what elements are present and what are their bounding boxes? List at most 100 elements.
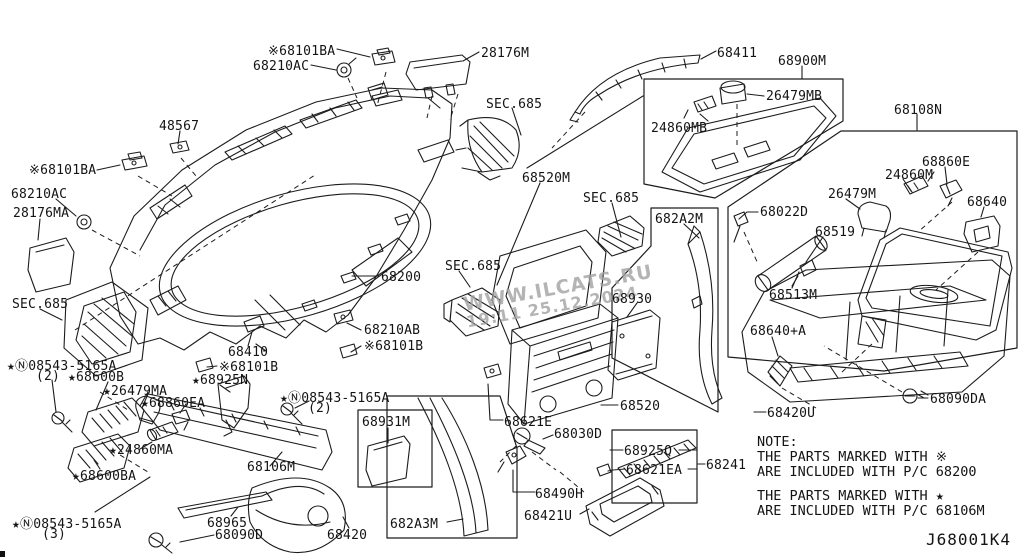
- part-label-48567: 48567: [159, 119, 200, 134]
- part-label-sec685: SEC.685: [583, 191, 640, 206]
- part-label-68106m: 68106M: [247, 460, 296, 475]
- audio-unit-68520: [507, 303, 619, 425]
- note-line-2: ARE INCLUDED WITH P/C 68200: [757, 464, 977, 480]
- part-label-28176ma: 28176MA: [13, 206, 70, 221]
- top-clip-68101ba: [371, 47, 396, 66]
- rod-68513m: [754, 235, 828, 292]
- box-68931m: [357, 409, 433, 488]
- part-label-68421u: 68421U: [524, 509, 573, 524]
- part-label-085435165a: ★Ⓝ08543-5165A: [12, 517, 122, 532]
- panel-28176ma: [27, 237, 75, 293]
- part-label-28176m: 28176M: [481, 46, 530, 61]
- screw-08543-right: [280, 402, 303, 425]
- screw-68030d: [513, 427, 546, 455]
- note-line-3: THE PARTS MARKED WITH ★: [757, 488, 944, 504]
- pillar-trim-682a2m: [687, 225, 723, 405]
- screw-68090da: [902, 388, 929, 404]
- part-label-68640: 68640: [967, 195, 1008, 210]
- part-label-68101ba: ※68101BA: [268, 44, 336, 59]
- part-label-68490h: 68490H: [535, 487, 584, 502]
- part-label-68210ab: 68210AB: [364, 323, 421, 338]
- part-label-68411: 68411: [717, 46, 758, 61]
- box-68900m: [643, 78, 844, 199]
- part-label-68860ea: ★68860EA: [141, 396, 206, 411]
- clip-68210ab: [333, 309, 354, 325]
- switch-68600ba: [67, 433, 131, 483]
- part-label-68621ea: 68621EA: [626, 463, 683, 478]
- part-label-68931m: 68931M: [362, 415, 411, 430]
- part-label-68519: 68519: [815, 225, 856, 240]
- part-label-68022d: 68022D: [760, 205, 809, 220]
- part-label-2: (2): [36, 369, 61, 384]
- top-bracket: [367, 82, 389, 101]
- part-label-68600ba: ★68600BA: [72, 469, 137, 484]
- part-label-68925n: ★68925N: [192, 373, 249, 388]
- sensor-68490h: [497, 445, 527, 473]
- part-label-68965: 68965: [207, 516, 248, 531]
- part-label-68108n: 68108N: [894, 103, 943, 118]
- part-label-68101b: ※68101B: [219, 360, 279, 375]
- glove-housing-68420u: [741, 259, 1011, 403]
- part-label-68210ac: 68210AC: [11, 187, 68, 202]
- clip-68621ea: [596, 463, 612, 477]
- part-label-sec685: SEC.685: [12, 297, 69, 312]
- glovebox-frame-68900m: [661, 80, 837, 193]
- stray-mark: [0, 551, 5, 557]
- part-label-24860ma: ★24860MA: [109, 443, 174, 458]
- part-label-68420: 68420: [327, 528, 368, 543]
- part-label-68090da: 68090DA: [930, 392, 987, 407]
- part-label-68090d: 68090D: [215, 528, 264, 543]
- clip-68101b-left: [195, 357, 214, 373]
- part-label-68520: 68520: [620, 399, 661, 414]
- part-label-68600b: ★68600B: [68, 370, 125, 385]
- part-label-682a3m: 682A3M: [390, 517, 439, 532]
- part-label-68101ba: ※68101BA: [29, 163, 97, 178]
- leader-lines: [37, 48, 985, 543]
- part-label-68420u: 68420U: [767, 406, 816, 421]
- side-vent-left: [63, 281, 149, 377]
- instrument-panel-assembly: [109, 87, 455, 351]
- top-grommet-68210ac: [336, 57, 357, 78]
- part-label-2: (2): [308, 401, 333, 416]
- part-label-085435165a: ★Ⓝ08543-5165A: [7, 359, 117, 374]
- center-vent-left: [443, 287, 501, 337]
- clip-48567: [169, 140, 190, 154]
- pin-68022d: [733, 211, 749, 243]
- bracket-68925n: [217, 375, 251, 437]
- switch-68600b: [81, 397, 145, 447]
- lamp-26479ma: [135, 395, 161, 425]
- striker-68640a: [767, 355, 793, 387]
- finisher-68421u: [585, 477, 665, 537]
- part-label-24860m: 24860M: [885, 168, 934, 183]
- screw-68090d: [148, 532, 173, 554]
- part-label-sec685: SEC.685: [445, 259, 502, 274]
- part-label-sec685: SEC.685: [486, 97, 543, 112]
- defroster-grille-68411: [569, 54, 701, 123]
- part-label-68930: 68930: [612, 292, 653, 307]
- part-label-68520m: 68520M: [522, 171, 571, 186]
- box-682a3m: [386, 395, 518, 539]
- part-label-68860e: 68860E: [922, 155, 971, 170]
- bracket-68420: [247, 477, 346, 554]
- cluster-finisher: [491, 229, 607, 345]
- clip-68621e: [483, 363, 502, 379]
- note-line-4: ARE INCLUDED WITH P/C 68106M: [757, 503, 985, 519]
- part-label-68925q: 68925Q: [624, 444, 673, 459]
- part-label-26479m: 26479M: [828, 187, 877, 202]
- part-label-68621e: 68621E: [504, 415, 553, 430]
- note-line-1: THE PARTS MARKED WITH ※: [757, 449, 948, 465]
- center-vent-right: [597, 215, 645, 257]
- part-label-085435165a: ★Ⓝ08543-5165A: [280, 391, 390, 406]
- note-title: NOTE:: [757, 434, 798, 450]
- part-label-3: (3): [42, 527, 67, 542]
- side-vent-right: [455, 117, 520, 181]
- part-label-68241: 68241: [706, 458, 747, 473]
- part-label-26479ma: ★26479MA: [103, 384, 168, 399]
- part-label-68030d: 68030D: [554, 427, 603, 442]
- clip-68101b-mid: [339, 343, 358, 359]
- bracket-68410: [243, 315, 265, 347]
- part-label-682a2m: 682A2M: [655, 212, 704, 227]
- rail-68925q: [617, 439, 697, 479]
